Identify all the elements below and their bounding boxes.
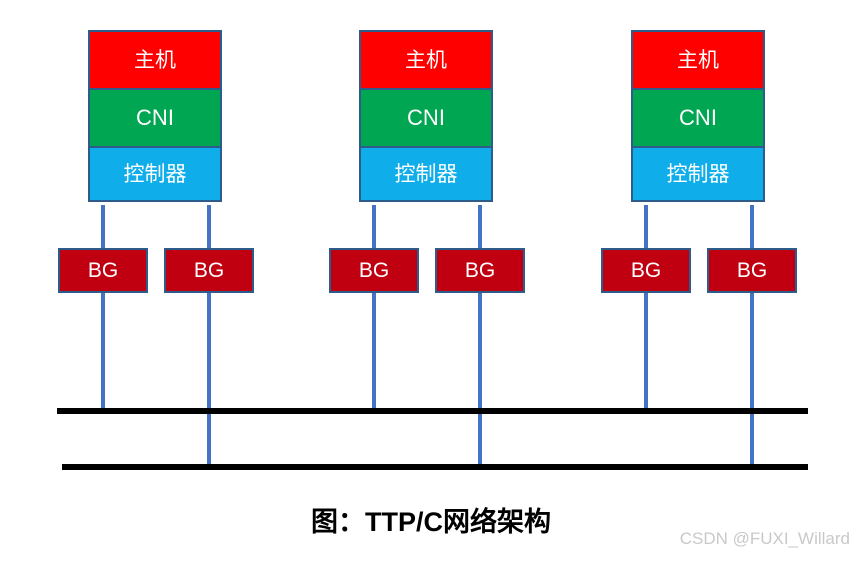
- node-2-layer-controller: 控制器: [361, 148, 491, 200]
- csdn-watermark: CSDN @FUXI_Willard: [679, 529, 850, 548]
- node-2-layer-host: 主机: [361, 32, 491, 90]
- diagram-caption: 图：TTP/C网络架构: [311, 507, 551, 537]
- node-3-layer-cni: CNI: [633, 90, 763, 148]
- node-1-bg-left: BG: [58, 248, 148, 293]
- node-3-layer-controller: 控制器: [633, 148, 763, 200]
- node-2-bg-right: BG: [435, 248, 525, 293]
- node-1-layer-host: 主机: [90, 32, 220, 90]
- node-1-layer-controller: 控制器: [90, 148, 220, 200]
- node-3-connector-left: [644, 205, 648, 250]
- node-2-stack: 主机 CNI 控制器: [359, 30, 493, 202]
- node-2-bus-drop-lower: [478, 293, 482, 469]
- node-1-bus-drop-upper: [101, 293, 105, 413]
- node-3-bg-left: BG: [601, 248, 691, 293]
- node-1-bus-drop-lower: [207, 293, 211, 469]
- node-3-bus-drop-lower: [750, 293, 754, 469]
- node-1-stack: 主机 CNI 控制器: [88, 30, 222, 202]
- node-2-bg-left: BG: [329, 248, 419, 293]
- node-2-connector-right: [478, 205, 482, 250]
- node-3-layer-host: 主机: [633, 32, 763, 90]
- node-1-layer-cni: CNI: [90, 90, 220, 148]
- node-2-connector-left: [372, 205, 376, 250]
- node-1-connector-right: [207, 205, 211, 250]
- bus-upper: [57, 408, 808, 414]
- node-3-stack: 主机 CNI 控制器: [631, 30, 765, 202]
- node-3-connector-right: [750, 205, 754, 250]
- node-3-bus-drop-upper: [644, 293, 648, 413]
- node-1-bg-right: BG: [164, 248, 254, 293]
- bus-lower: [62, 464, 808, 470]
- node-2-bus-drop-upper: [372, 293, 376, 413]
- node-1-connector-left: [101, 205, 105, 250]
- node-3-bg-right: BG: [707, 248, 797, 293]
- node-2-layer-cni: CNI: [361, 90, 491, 148]
